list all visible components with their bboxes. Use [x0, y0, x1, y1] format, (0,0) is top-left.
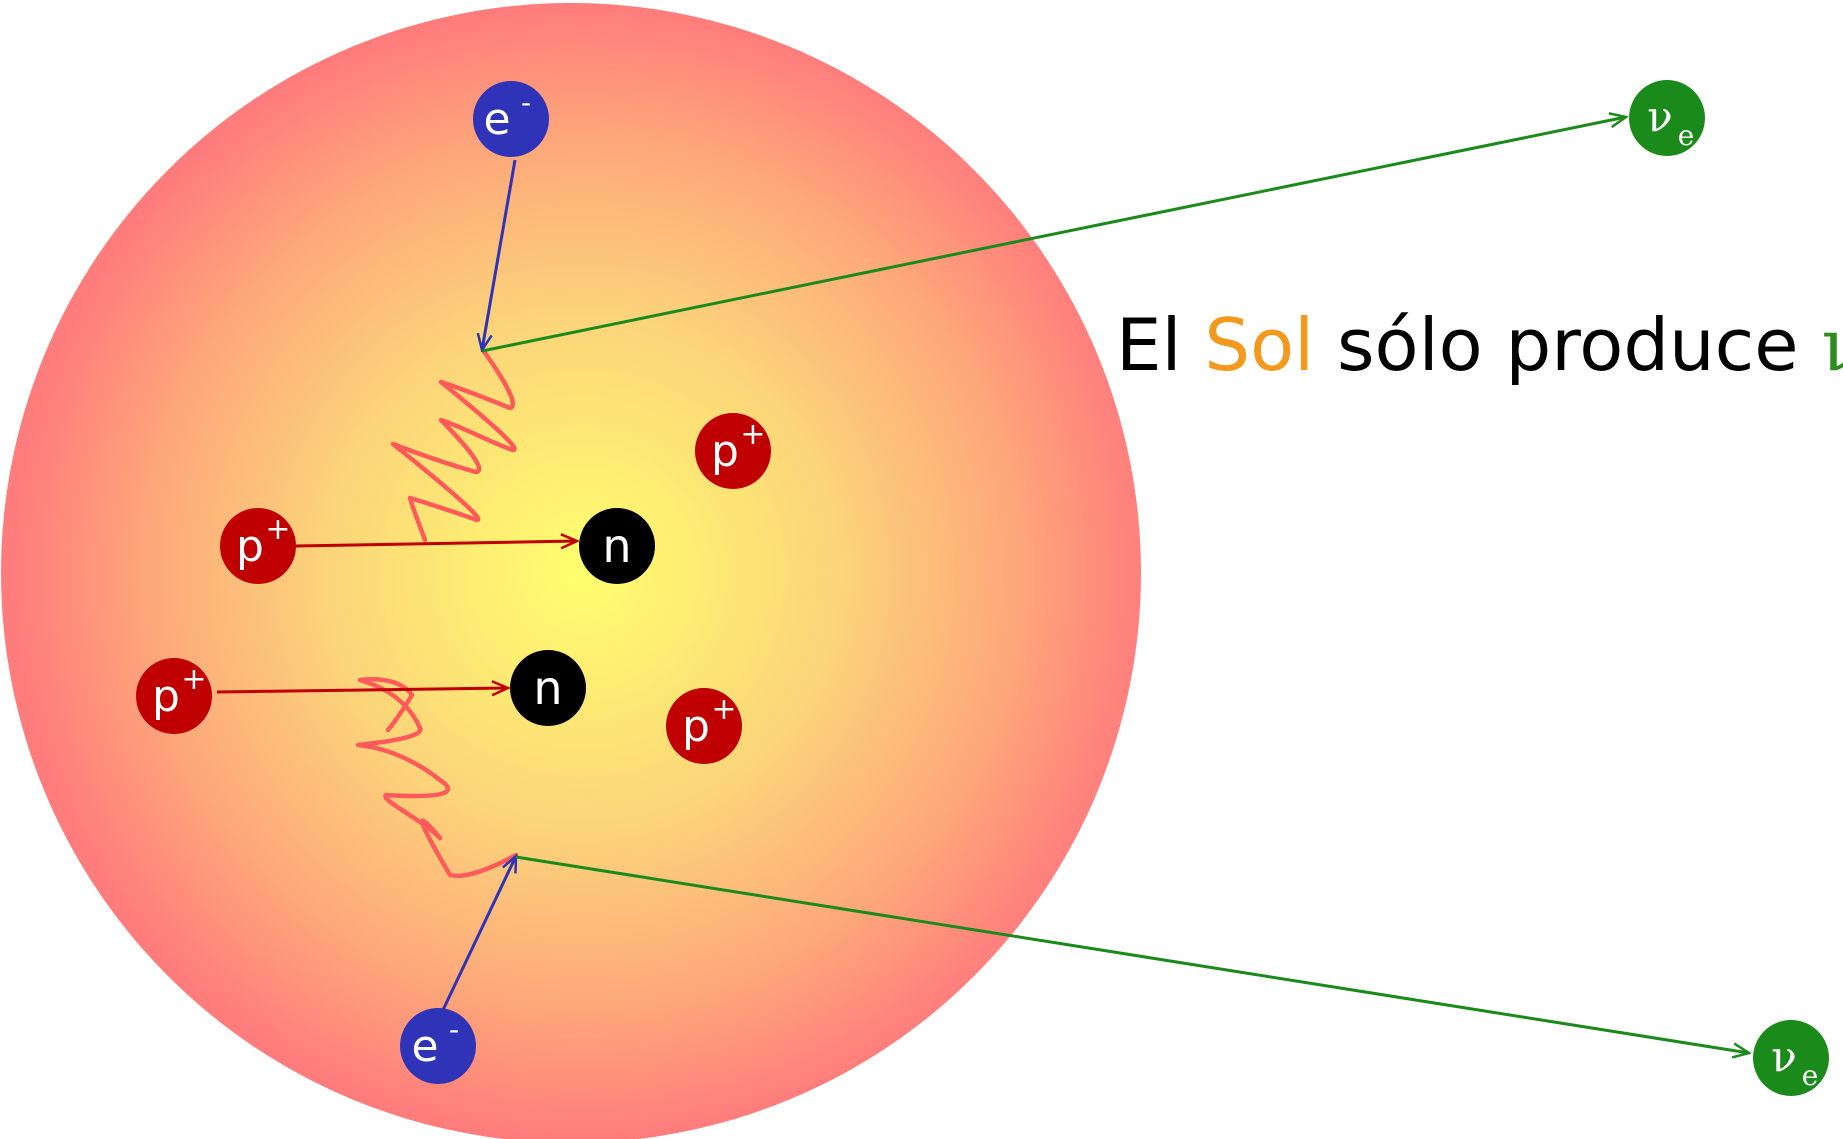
neutron-label: n	[602, 519, 631, 573]
caption-middle: sólo produce	[1314, 303, 1821, 387]
proton-charge: +	[711, 692, 736, 727]
caption-prefix: El	[1116, 303, 1204, 387]
proton-label: p	[236, 521, 264, 572]
proton-right-lower: p +	[666, 688, 742, 764]
neutrino-label: ν	[1647, 92, 1673, 141]
electron-lower: e -	[400, 1008, 476, 1084]
sun-disk	[1, 3, 1141, 1139]
proton-right-upper: p +	[695, 413, 771, 489]
caption-nu: ν	[1821, 303, 1843, 387]
neutron-lower: n	[510, 650, 586, 726]
electron-charge: -	[449, 1013, 459, 1046]
proton-charge: +	[265, 512, 290, 547]
electron-label: e	[411, 1021, 438, 1072]
neutrino-lower: ν e	[1753, 1020, 1829, 1096]
neutron-upper: n	[579, 508, 655, 584]
proton-label: p	[682, 701, 710, 752]
neutrino-flavor: e	[1802, 1059, 1819, 1092]
neutrino-upper: ν e	[1629, 80, 1705, 156]
proton-left-lower: p +	[136, 658, 212, 734]
proton-left-upper: p +	[220, 508, 296, 584]
neutron-label: n	[533, 661, 562, 715]
proton-charge: +	[740, 417, 765, 452]
proton-label: p	[152, 671, 180, 722]
electron-upper: e -	[473, 81, 549, 157]
proton-charge: +	[181, 662, 206, 697]
electron-label: e	[483, 94, 510, 145]
proton-label: p	[711, 426, 739, 477]
caption: El Sol sólo produce νe	[1116, 303, 1843, 395]
neutrino-label: ν	[1771, 1032, 1797, 1081]
electron-charge: -	[521, 86, 531, 119]
neutrino-flavor: e	[1678, 119, 1695, 152]
caption-sol: Sol	[1204, 303, 1314, 387]
